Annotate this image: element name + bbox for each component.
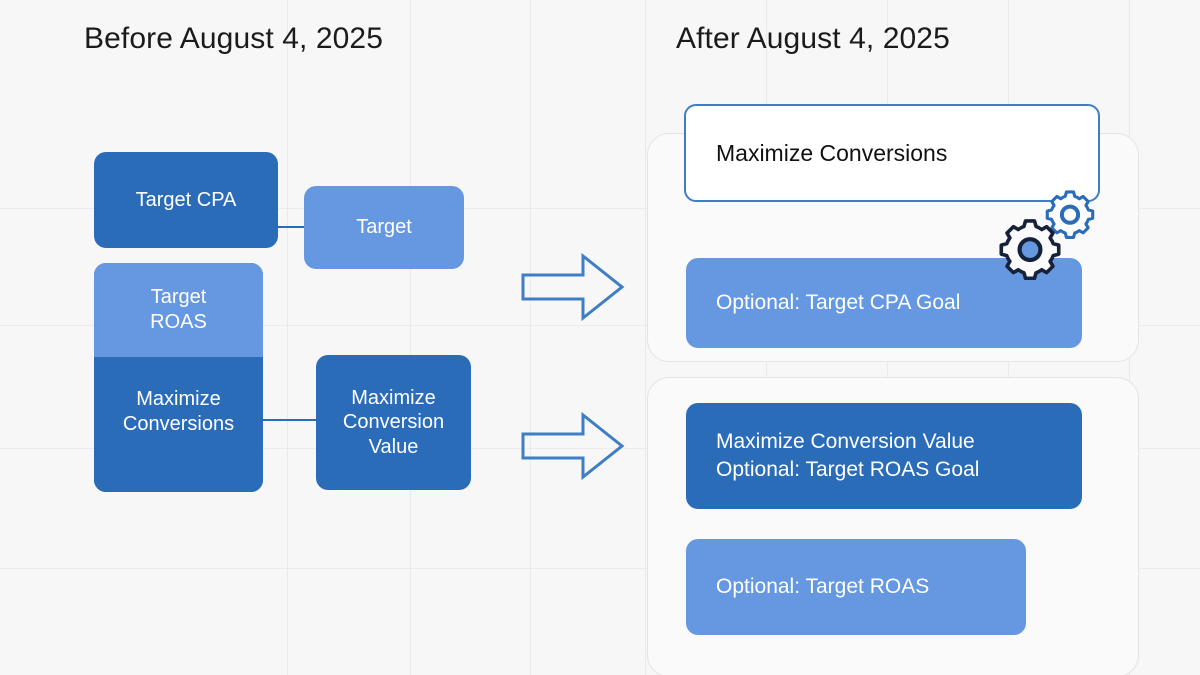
grid-line-vertical [530,0,531,675]
node-maximize-conversion-value[interactable]: Maximize Conversion Value [316,355,471,490]
arrow-bottom [521,412,625,480]
node-stack-target-roas-maximize-conversions[interactable]: Target ROAS Maximize Conversions [94,263,263,492]
arrow-top [521,253,625,321]
arrow-shape [521,412,625,480]
heading-before-date: Before August 4, 2025 [84,22,383,55]
grid-line-vertical [645,0,646,675]
node-target[interactable]: Target [304,186,464,269]
grid-line-vertical [410,0,411,675]
grid-line-vertical [287,0,288,675]
card-maximize-conversions[interactable]: Maximize Conversions [684,104,1100,202]
node-target-roas[interactable]: Target ROAS [94,263,263,357]
card-maximize-conversion-value[interactable]: Maximize Conversion Value Optional: Targ… [686,403,1082,509]
card-optional-target-cpa-goal[interactable]: Optional: Target CPA Goal [686,258,1082,348]
node-maximize-conversions[interactable]: Maximize Conversions [94,357,263,492]
node-target-cpa[interactable]: Target CPA [94,152,278,248]
heading-after-date: After August 4, 2025 [676,22,950,55]
arrow-shape [521,253,625,321]
card-optional-target-roas[interactable]: Optional: Target ROAS [686,539,1026,635]
connector-target-cpa-to-target [263,226,305,228]
connector-maximize-conversions-to-value [263,419,316,421]
